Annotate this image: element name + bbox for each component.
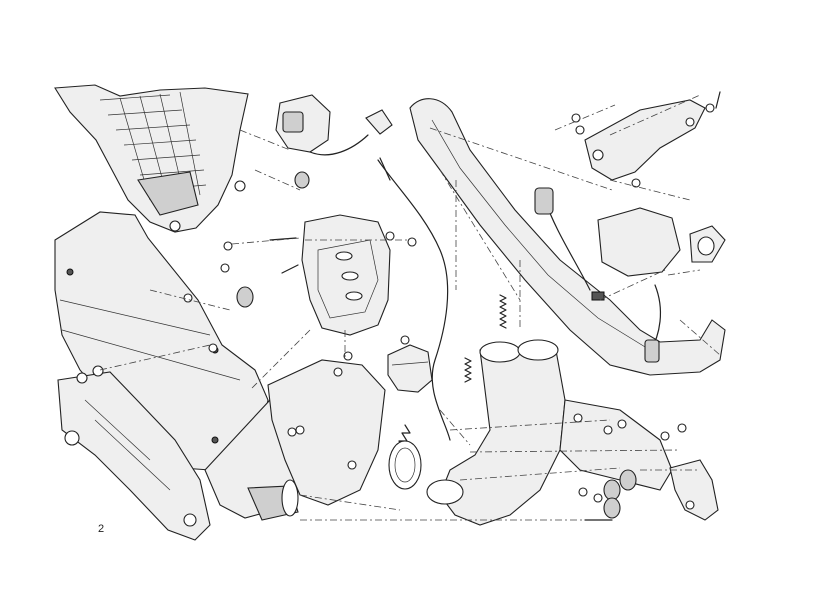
page-number: 2 — [98, 523, 104, 535]
valve-cable — [377, 157, 451, 441]
assembly-lines — [99, 94, 721, 521]
rear-header-pipe — [559, 399, 673, 491]
header-heat-shield — [584, 99, 706, 181]
header-flange-elbow — [597, 207, 726, 277]
exhaust-valve-actuator — [275, 94, 393, 189]
rubber-dampers — [236, 286, 637, 519]
front-header-pipe — [409, 98, 726, 376]
exhaust-clamp — [388, 440, 422, 490]
exhaust-valve-housing — [387, 344, 433, 393]
lambda-sensor-upper — [534, 187, 605, 301]
lower-heat-shield — [267, 359, 386, 506]
silencer — [54, 211, 269, 471]
rear-bracket — [669, 459, 719, 521]
footpeg-hanger — [57, 371, 211, 541]
lambda-sensor-lower — [644, 284, 661, 363]
rear-subframe — [54, 84, 249, 233]
silencer-heat-shield — [301, 214, 391, 336]
